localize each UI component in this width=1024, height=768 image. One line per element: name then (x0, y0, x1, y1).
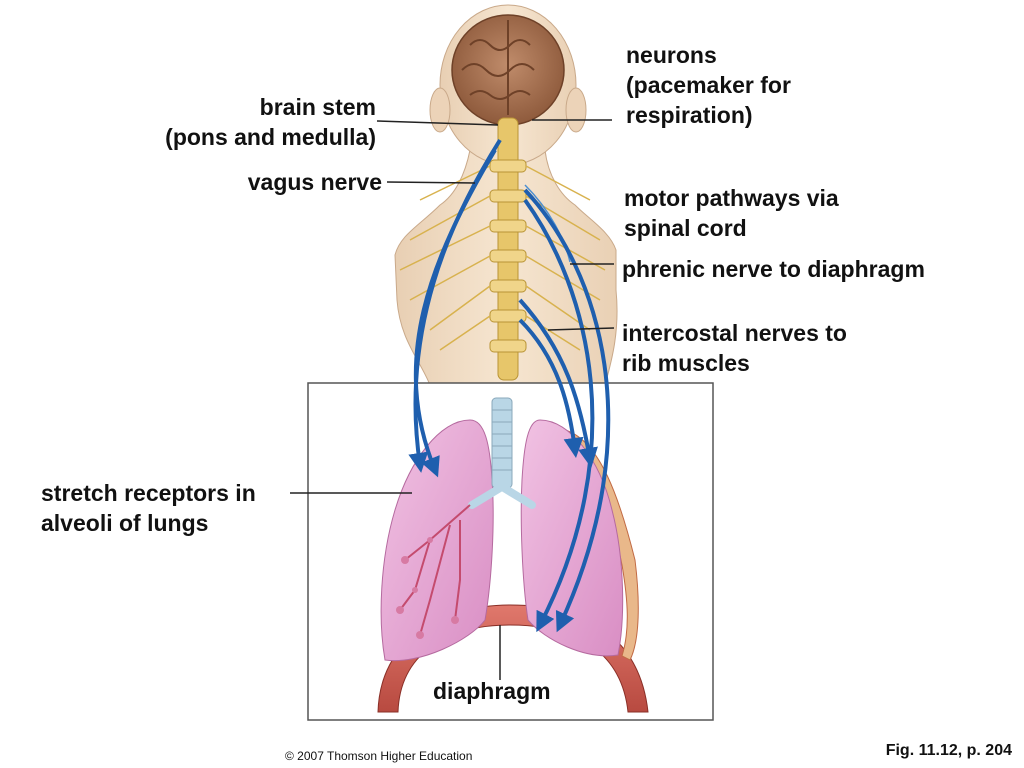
copyright-notice: © 2007 Thomson Higher Education (285, 749, 473, 763)
label-brain-stem-line1: brain stem (259, 94, 376, 120)
label-intercostal-nerves: intercostal nerves to rib muscles (622, 318, 847, 378)
right-ear (565, 87, 587, 133)
intercostal-arrow-1 (518, 298, 598, 468)
left-ear (429, 87, 451, 133)
label-motor-line2: spinal cord (624, 215, 747, 241)
label-motor-pathways: motor pathways via spinal cord (624, 183, 839, 243)
label-diaphragm: diaphragm (433, 678, 551, 704)
trachea-rings (492, 409, 512, 471)
bronchi (468, 484, 536, 509)
label-neurons-line2: (pacemaker for (626, 72, 791, 98)
label-stretch-line2: alveoli of lungs (41, 510, 209, 536)
label-brain-stem-line2: (pons and medulla) (165, 124, 376, 150)
figure-reference: Fig. 11.12, p. 204 (885, 742, 1012, 759)
label-phrenic-nerve: phrenic nerve to diaphragm (622, 256, 925, 282)
label-intercostal-line2: rib muscles (622, 350, 750, 376)
alveoli-clusters (396, 537, 459, 639)
label-stretch-receptors: stretch receptors in alveoli of lungs (41, 478, 256, 538)
intercostal-arrow-2 (518, 318, 584, 458)
label-neurons: neurons (pacemaker for respiration) (626, 40, 791, 130)
label-stretch-line1: stretch receptors in (41, 480, 256, 506)
vagus-arrow-2 (413, 148, 497, 478)
leader-lines (290, 119, 615, 680)
phrenic-arrow (523, 188, 611, 633)
leader-intercostal (547, 327, 615, 331)
leader-vagus (386, 181, 476, 184)
trachea (491, 397, 513, 489)
nerve-arrows (408, 138, 611, 633)
label-brain-stem: brain stem (pons and medulla) (165, 92, 376, 152)
label-vagus-nerve: vagus nerve (247, 169, 382, 195)
label-intercostal-line1: intercostal nerves to (622, 320, 847, 346)
leader-brain-stem (376, 120, 499, 126)
label-motor-line1: motor pathways via (624, 185, 839, 211)
label-neurons-line3: respiration) (626, 102, 753, 128)
brain-folds (461, 20, 535, 115)
right-lung (520, 419, 624, 657)
vertebrae (489, 159, 527, 353)
label-neurons-line1: neurons (626, 42, 717, 68)
phrenic-arrow-2 (523, 198, 595, 633)
